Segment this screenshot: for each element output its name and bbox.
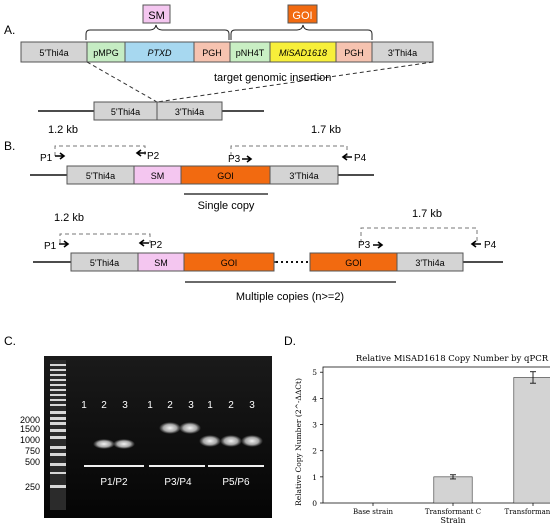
multi-caption: Multiple copies (n>=2) <box>236 291 344 303</box>
lane-number: 3 <box>188 400 194 411</box>
multi-bracket-right <box>360 227 478 243</box>
qpcr-chart: Relative MiSAD1618 Copy Number by qPCR R… <box>294 354 550 525</box>
y-tick-label: 3 <box>312 421 317 430</box>
primer-p4-multi: P4 <box>484 240 497 251</box>
single-bracket-left <box>54 145 146 156</box>
seg-pgh-2: PGH <box>344 48 364 58</box>
lane-number: 3 <box>249 400 255 411</box>
insertion-line-left <box>86 61 158 103</box>
y-tick-label: 0 <box>312 499 317 508</box>
kb-left-a: 1.2 kb <box>48 124 78 136</box>
insertion-line-right <box>156 61 434 103</box>
pair-label-p5p6: P5/P6 <box>222 477 250 488</box>
chart-ylabel: Relative Copy Number (2^-ΔΔCt) <box>294 378 303 506</box>
primer-p2-single: P2 <box>147 151 160 162</box>
primer-p3-single: P3 <box>228 154 241 165</box>
kb-right-a: 1.7 kb <box>311 124 341 136</box>
insertion-label: target genomic insertion <box>214 72 331 84</box>
single-sm-label: SM <box>151 171 165 181</box>
x-tick-label: Transformant H <box>505 508 550 516</box>
locus-3thi4a <box>156 101 223 121</box>
goi-brace <box>230 24 373 40</box>
seg-ptxd: PTXD <box>147 48 172 58</box>
sm-brace <box>85 24 230 40</box>
panel-label-a: A. <box>4 23 15 37</box>
construct-map <box>20 41 434 63</box>
sm-label-box <box>142 4 171 24</box>
arrow-left-icon <box>138 239 149 247</box>
multi-5thi4a-label: 5'Thi4a <box>90 258 119 268</box>
lane-number: 1 <box>147 400 153 411</box>
single-5thi4a-label: 5'Thi4a <box>86 171 115 181</box>
seg-misad1618: MiSAD1618 <box>279 48 327 58</box>
arrow-right-icon <box>55 152 66 160</box>
arrow-left-icon <box>135 149 146 157</box>
lane-number: 1 <box>207 400 213 411</box>
y-tick-label: 1 <box>312 473 317 482</box>
y-tick-label: 4 <box>312 394 317 403</box>
multi-goi-2-label: GOI <box>345 258 362 268</box>
goi-label-box <box>287 4 318 24</box>
pair-label-p1p2: P1/P2 <box>100 477 128 488</box>
bar-1 <box>433 476 473 504</box>
single-3thi4a-label: 3'Thi4a <box>289 171 318 181</box>
panel-label-c: C. <box>4 334 16 348</box>
lane-number: 2 <box>101 400 107 411</box>
goi-label: GOI <box>292 10 312 22</box>
x-tick-label: Base strain <box>353 508 393 516</box>
multi-bracket-left <box>59 233 151 243</box>
bar-2 <box>513 377 550 504</box>
y-tick-label: 2 <box>312 447 317 456</box>
single-goi-label: GOI <box>217 171 234 181</box>
ladder-1000: 1000 <box>20 435 40 445</box>
ladder-750: 750 <box>25 446 40 456</box>
seg-3thi4a: 3'Thi4a <box>388 48 417 58</box>
primer-p2-multi: P2 <box>150 240 163 251</box>
ladder-500: 500 <box>25 457 40 467</box>
multi-goi-1-label: GOI <box>221 258 238 268</box>
multi-3thi4a <box>396 252 464 272</box>
locus-5thi4a-label: 5'Thi4a <box>111 107 140 117</box>
kb-left-b: 1.2 kb <box>54 212 84 224</box>
panel-label-d: D. <box>284 334 296 348</box>
ladder-1500: 1500 <box>20 424 40 434</box>
arrow-right-icon <box>59 240 70 248</box>
chart-title: Relative MiSAD1618 Copy Number by qPCR <box>356 354 549 364</box>
single-caption: Single copy <box>198 200 255 212</box>
primer-p1-multi: P1 <box>44 241 57 252</box>
single-bracket-right <box>230 145 348 156</box>
arrow-right-icon <box>373 241 384 249</box>
arrow-left-icon <box>470 240 481 248</box>
sm-label: SM <box>148 10 165 22</box>
lane-number: 2 <box>228 400 234 411</box>
locus-3thi4a-label: 3'Thi4a <box>175 107 204 117</box>
seg-5thi4a: 5'Thi4a <box>39 48 68 58</box>
lane-number: 2 <box>167 400 173 411</box>
panel-label-b: B. <box>4 139 15 153</box>
arrow-right-icon <box>242 155 253 163</box>
multi-3thi4a-label: 3'Thi4a <box>415 258 444 268</box>
x-tick-label: Transformant C <box>425 508 481 516</box>
primer-p3-multi: P3 <box>358 240 371 251</box>
arrow-left-icon <box>341 153 352 161</box>
seg-pmpg: pMPG <box>93 48 119 58</box>
chart-xlabel: Strain <box>441 516 466 525</box>
multi-sm-label: SM <box>154 258 168 268</box>
seg-pnh4t: pNH4T <box>236 48 265 58</box>
kb-right-b: 1.7 kb <box>412 208 442 220</box>
gel-image <box>44 356 272 518</box>
single-3thi4a <box>269 165 339 185</box>
pair-label-p3p4: P3/P4 <box>164 477 192 488</box>
seg-pgh-1: PGH <box>202 48 222 58</box>
lane-number: 3 <box>122 400 128 411</box>
multi-goi-1 <box>183 252 275 272</box>
y-tick-label: 5 <box>312 368 317 377</box>
primer-p1-single: P1 <box>40 153 53 164</box>
primer-p4-single: P4 <box>354 153 367 164</box>
lane-number: 1 <box>81 400 87 411</box>
ladder-2000: 2000 <box>20 415 40 425</box>
ladder-250: 250 <box>25 482 40 492</box>
